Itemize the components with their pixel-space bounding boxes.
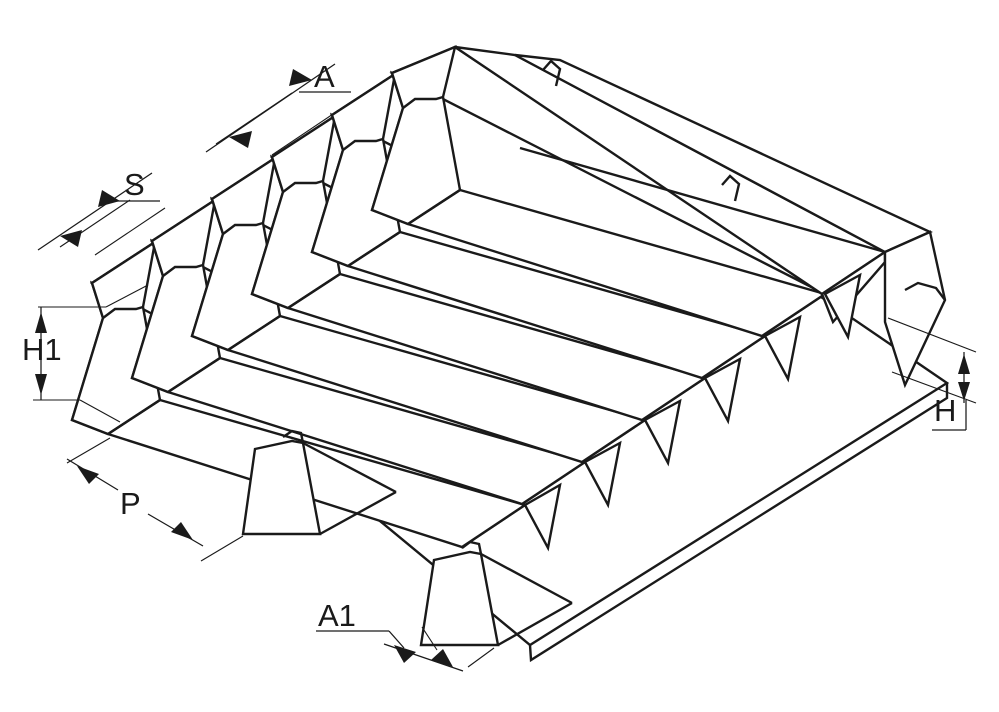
rib-5-inner-crease [347, 230, 401, 268]
rib-tab-2-icon [721, 174, 741, 202]
dimension-A-ext-2 [271, 103, 349, 156]
rib-3-inner-crease [227, 314, 281, 352]
rib-6-base-run [459, 188, 826, 296]
dimension-A1: A1 [316, 598, 495, 672]
rib-end-tri-3 [643, 398, 682, 467]
rib-foot-2-top-run [302, 441, 397, 494]
dimension-P-arrowhead-right [171, 522, 193, 540]
dimension-A-arrowhead-right [289, 69, 312, 86]
rib-foot-3-top-run [480, 552, 573, 605]
dimension-P-arrowhead-left [77, 466, 99, 484]
dimension-A1-label: A1 [318, 598, 356, 633]
rib-far-end-tabs [542, 59, 741, 202]
dimension-H-ext-lower [891, 371, 977, 404]
dimension-A1-ext-1 [421, 626, 438, 651]
rib-1-notch-edge [102, 305, 144, 319]
rib-foot-2-notch [282, 429, 305, 444]
dimension-A-line [205, 63, 336, 153]
dimension-H1-ext-top-slant [105, 284, 149, 308]
dimension-H-ext-upper [887, 317, 977, 353]
rib-2-inner-crease [167, 356, 221, 394]
rib-5-notch-edge [342, 137, 384, 151]
base-plate-right-thickness-edge [528, 383, 949, 663]
rib-7-base-run [519, 146, 886, 254]
rib-1-base-run [159, 398, 526, 507]
dimension-H1-ext-bottom-slant [79, 399, 121, 423]
dimension-A1-arrowhead-left [394, 645, 416, 663]
rib-8-right-tab-edge [904, 281, 946, 301]
dimension-H-arrowhead-bottom [958, 382, 970, 401]
rib-end-tri-5 [763, 314, 802, 383]
dimension-H1: H1 [22, 284, 149, 423]
rib-end-tri-2 [583, 440, 622, 509]
dimension-A-arrowhead-left [229, 131, 252, 148]
dimension-H1-label: H1 [22, 332, 62, 367]
dimension-P-ext-1 [66, 437, 111, 464]
rib-3-notch-edge [222, 221, 264, 235]
dimension-A1-arrowhead-right [431, 649, 453, 667]
rib-4-inner-crease [287, 272, 341, 310]
dimension-S-ext-2 [94, 207, 166, 256]
dimension-S-arrowhead-left [60, 230, 82, 247]
dimension-H-label: H [934, 393, 956, 428]
rib-8 [514, 53, 947, 389]
dimension-P-ext-2 [200, 535, 244, 562]
rib-6-inner-crease [407, 188, 461, 226]
dimension-S-label: S [124, 167, 145, 202]
dimension-P-label: P [120, 486, 141, 521]
front-row-rib-feet [241, 429, 573, 647]
rib-4-notch-edge [282, 179, 324, 193]
rib-end-tri-6 [823, 272, 862, 341]
rib-foot-2-right-run [319, 490, 397, 536]
dimension-H: H [887, 317, 977, 431]
dimension-P: P [66, 437, 244, 562]
dimension-A-label: A [314, 59, 335, 94]
rib-end-tri-1 [523, 482, 562, 552]
rib-foot-3-right-run [497, 601, 573, 647]
dimension-H1-arrowhead-top [35, 312, 47, 333]
dimension-H-arrowhead-top [958, 354, 970, 374]
dimension-S-arrowhead-right [98, 190, 120, 207]
rib-near-end-terminations [523, 272, 862, 552]
rib-foot-3-face [419, 550, 500, 647]
dimension-A: A [205, 59, 351, 156]
rib-tab-1-icon [542, 59, 562, 87]
dimension-A1-ext-2 [467, 647, 495, 668]
rib-6-notch-edge [402, 95, 444, 109]
dimension-S: S [37, 167, 166, 256]
rib-foot-2-face [241, 439, 322, 536]
rib-8-right-end-face [883, 230, 947, 389]
rib-end-tri-4 [703, 356, 742, 425]
dimension-H1-arrowhead-bottom [35, 374, 47, 395]
rib-foot-3-notch [461, 540, 483, 555]
dimension-A1-leader-slant [388, 630, 405, 649]
rib-2-notch-edge [162, 263, 204, 277]
rib-1-inner-crease [107, 398, 161, 436]
dimension-S-line [37, 172, 153, 251]
